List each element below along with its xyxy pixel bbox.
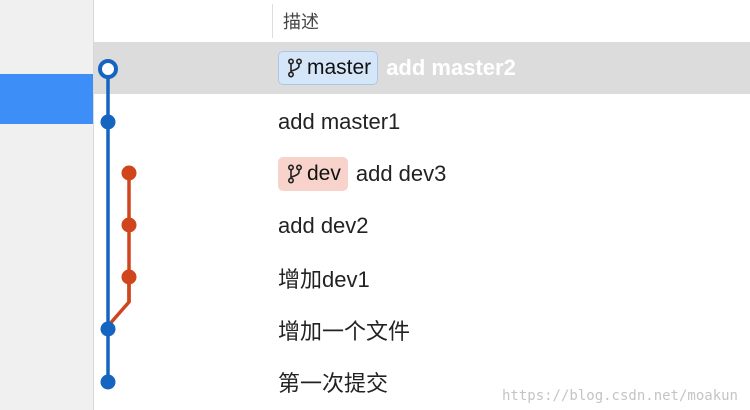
branch-name: dev — [307, 162, 341, 185]
branch-icon — [287, 164, 303, 184]
watermark: https://blog.csdn.net/moakun — [501, 388, 738, 404]
commit-row[interactable]: master add master2 — [94, 42, 750, 94]
branch-badge-master[interactable]: master — [278, 51, 379, 85]
branch-name: master — [307, 56, 372, 79]
commit-message: add master2 — [386, 55, 516, 80]
commit-message: add dev3 — [355, 161, 447, 186]
commit-row[interactable]: add dev2 — [94, 200, 750, 252]
commit-message: 增加dev1 — [278, 267, 370, 292]
commit-row[interactable]: 增加一个文件 — [94, 304, 750, 356]
description-column-header[interactable]: 描述 — [283, 12, 319, 32]
commit-message: 增加一个文件 — [278, 319, 411, 344]
sidebar — [0, 0, 94, 410]
column-divider[interactable] — [272, 4, 273, 38]
sidebar-selected-item[interactable] — [0, 74, 93, 124]
commit-message: add master1 — [278, 109, 401, 134]
commit-row[interactable]: 增加dev1 — [94, 252, 750, 304]
table-header: 图表 描述 — [94, 0, 750, 66]
commit-message: 第一次提交 — [278, 371, 389, 396]
commit-message: add dev2 — [278, 213, 369, 238]
branch-badge-dev[interactable]: dev — [278, 157, 348, 191]
branch-icon — [287, 58, 303, 78]
commit-row[interactable]: dev add dev3 — [94, 148, 750, 200]
commit-row[interactable]: 第一次提交 — [94, 356, 750, 408]
commit-row[interactable]: add master1 — [94, 96, 750, 148]
